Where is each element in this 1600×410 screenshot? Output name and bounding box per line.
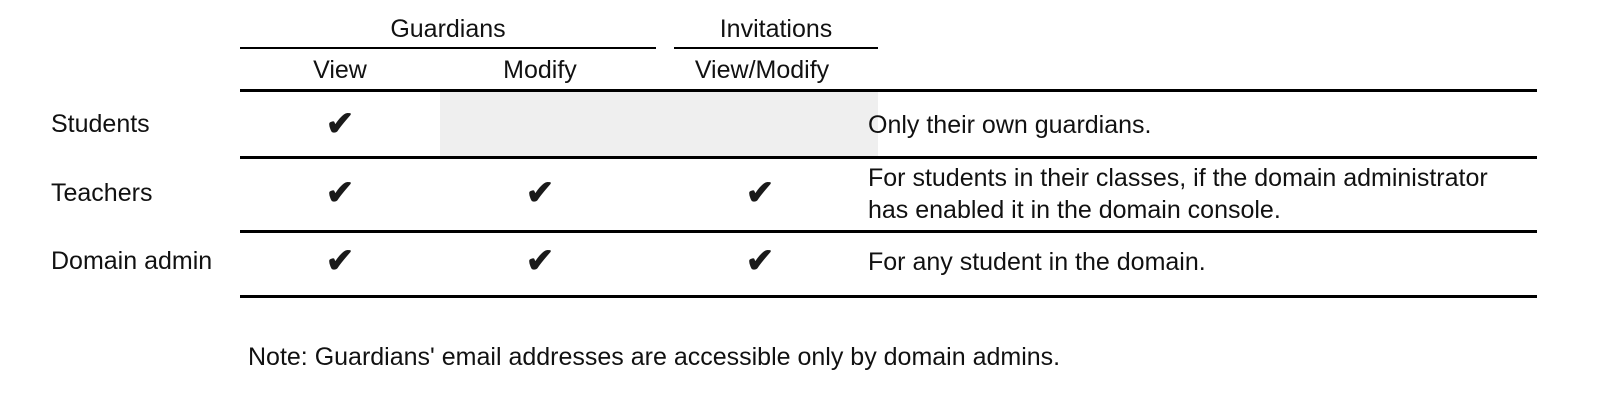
check-icon-domain-admin-guardians-view: ✔: [325, 242, 355, 280]
check-icon-domain-admin-invitations-view-modify: ✔: [745, 242, 775, 280]
column-group-rule-guardians: [240, 47, 656, 49]
check-icon-teachers-guardians-view: ✔: [325, 174, 355, 212]
column-group-header-invitations: Invitations: [719, 15, 833, 43]
column-header-view-modify: View/Modify: [694, 56, 830, 84]
row-rule-1: [240, 156, 1537, 159]
check-icon-teachers-invitations-view-modify: ✔: [745, 174, 775, 212]
row-rule-2: [240, 230, 1537, 233]
table-footnote: Note: Guardians' email addresses are acc…: [248, 343, 1061, 371]
row-rule-3: [240, 295, 1537, 298]
row-note-teachers: For students in their classes, if the do…: [868, 164, 1488, 224]
check-icon-students-guardians-view: ✔: [325, 105, 355, 143]
check-icon-domain-admin-guardians-modify: ✔: [525, 242, 555, 280]
row-label-students: Students: [51, 110, 150, 138]
row-note-students: Only their own guardians.: [868, 111, 1152, 139]
row-label-domain-admin: Domain admin: [51, 247, 213, 275]
disabled-cell-students-modify: [440, 92, 878, 156]
row-label-teachers: Teachers: [51, 179, 153, 207]
column-group-header-guardians: Guardians: [390, 15, 506, 43]
row-note-domain-admin: For any student in the domain.: [868, 248, 1206, 276]
check-icon-teachers-guardians-modify: ✔: [525, 174, 555, 212]
column-header-view: View: [313, 56, 367, 84]
column-header-modify: Modify: [503, 56, 577, 84]
column-group-rule-invitations: [674, 47, 878, 49]
header-rule: [240, 89, 1537, 92]
